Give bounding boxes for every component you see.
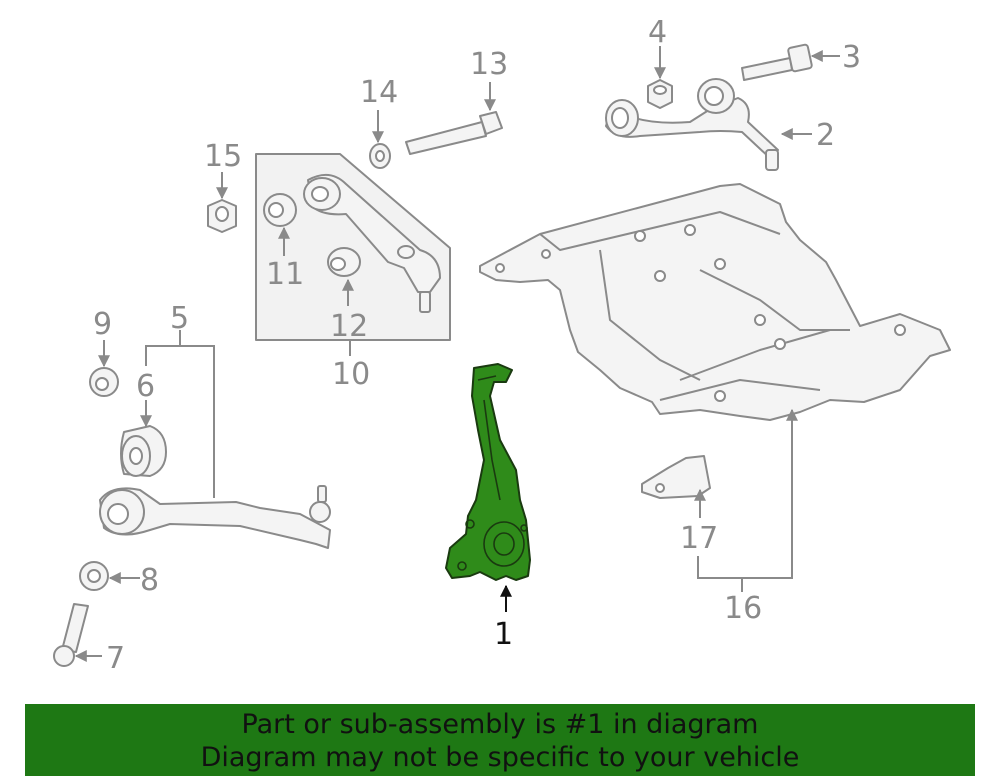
part-subframe <box>479 183 951 421</box>
part-washer-14 <box>369 143 391 169</box>
callout-6: 6 <box>136 369 155 404</box>
callout-4: 4 <box>648 15 667 50</box>
suspension-parts-diagram: 1 2 3 4 5 6 7 8 9 10 11 12 13 14 15 16 1… <box>53 15 951 676</box>
callout-7: 7 <box>106 641 125 676</box>
callout-9: 9 <box>93 307 112 342</box>
part-bushing-6 <box>120 425 167 477</box>
callout-11: 11 <box>266 257 304 292</box>
callout-17: 17 <box>680 521 718 556</box>
part-bolt-3 <box>741 43 813 81</box>
callout-2: 2 <box>816 118 835 153</box>
callout-15: 15 <box>204 139 242 174</box>
part-bushing-9 <box>89 367 119 397</box>
part-nut-15 <box>207 199 237 233</box>
callout-14: 14 <box>360 75 398 110</box>
part-lower-arm-5 <box>99 485 331 549</box>
callout-labels: 1 2 3 4 5 6 7 8 9 10 11 12 13 14 15 16 1… <box>93 15 861 676</box>
part-steering-knuckle-highlighted <box>445 363 531 581</box>
callout-10: 10 <box>332 357 370 392</box>
notice-line-1: Part or sub-assembly is #1 in diagram <box>241 709 759 740</box>
callout-3: 3 <box>842 40 861 75</box>
part-bracket-17 <box>641 455 711 499</box>
part-bolt-7 <box>53 603 89 667</box>
leader-lines <box>74 46 840 662</box>
notice-banner: Part or sub-assembly is #1 in diagram Di… <box>25 704 975 776</box>
callout-1: 1 <box>494 617 513 652</box>
part-bolt-13 <box>405 111 503 155</box>
part-lower-control-arm-kit-box <box>255 153 451 341</box>
callout-8: 8 <box>140 563 159 598</box>
callout-12: 12 <box>330 309 368 344</box>
callout-16: 16 <box>724 591 762 626</box>
part-upper-control-arm <box>605 78 779 171</box>
part-nut-4 <box>647 79 673 109</box>
notice-line-2: Diagram may not be specific to your vehi… <box>200 742 800 773</box>
callout-13: 13 <box>470 47 508 82</box>
callout-5: 5 <box>170 301 189 336</box>
part-washer-8 <box>79 561 109 591</box>
